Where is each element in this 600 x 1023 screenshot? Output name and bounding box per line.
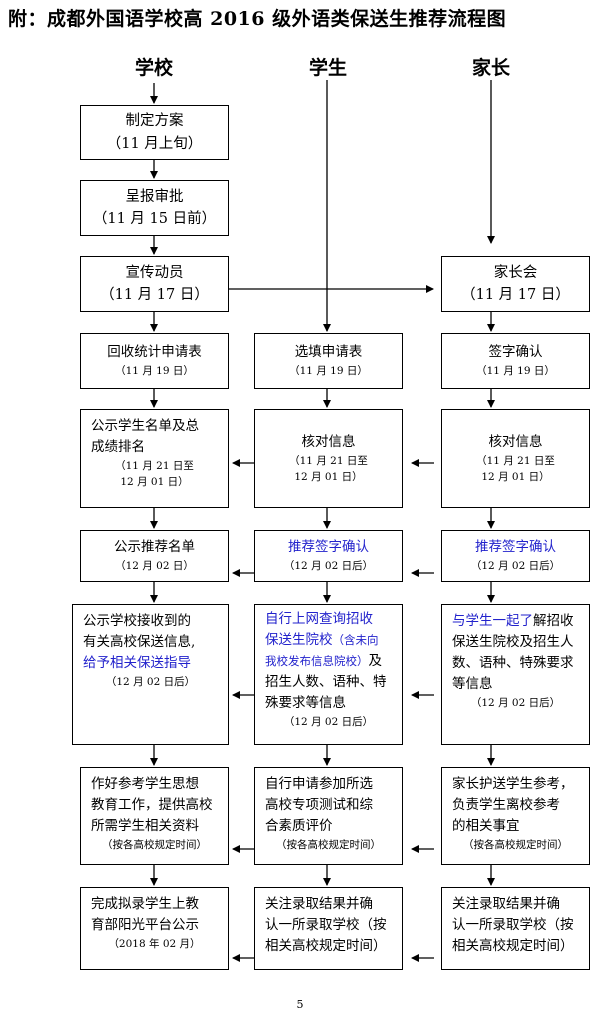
student-step-confirm-admission-line3: 相关高校规定时间） [265,937,387,954]
parent-step-sign-confirm-date: （12 月 02 日后） [470,560,561,573]
school-step-publish-ranking-line1: 公示学生名单及总 [91,418,199,434]
student-step-research-date: （12 月 02 日后） [283,715,374,728]
parent-step-escort-date: （按各高校规定时间） [463,838,568,851]
school-step-mobilize-date: （11 月 17 日） [100,287,209,303]
student-step-verify: 核对信息 （11 月 21 日至 12 月 01 日） [254,409,403,508]
parent-step-escort-line2: 负责学生离校参考 [452,796,560,813]
school-step-collect-forms: 回收统计申请表 （11 月 19 日） [80,333,229,389]
school-step-approval-label: 呈报审批 [125,188,184,205]
parent-step-escort-line1: 家长护送学生参考， [452,776,574,792]
student-step-research: 自行上网查询招收 保送生院校（含未向 我校发布信息院校）及 招生人数、语种、特 … [254,604,403,745]
parent-step-escort: 家长护送学生参考， 负责学生离校参考 的相关事宜 （按各高校规定时间） [441,767,590,865]
student-step-apply-test-date: （按各高校规定时间） [276,838,381,851]
parent-step-research: 与学生一起了解招收 保送生院校及招生人 数、语种、特殊要求 等信息 （12 月 … [441,604,590,745]
student-step-research-line2b: （含未向 [332,632,379,647]
school-step-publish-recommend: 公示推荐名单 （12 月 02 日） [80,530,229,582]
page-number: 5 [296,998,304,1011]
school-step-final-publish-line1: 完成拟录学生上教 [91,896,199,912]
student-step-apply-test-line3: 合素质评价 [265,817,333,834]
school-step-education-line1: 作好参考学生思想 [91,776,199,792]
student-step-confirm-admission: 关注录取结果并确 认一所录取学校（按 相关高校规定时间） [254,887,403,970]
page-title: 附：成都外国语学校高 2016 级外语类保送生推荐流程图 [8,8,507,30]
student-step-sign-confirm: 推荐签字确认 （12 月 02 日后） [254,530,403,582]
student-step-sign-confirm-date: （12 月 02 日后） [283,560,374,573]
parent-step-verify: 核对信息 （11 月 21 日至 12 月 01 日） [441,409,590,508]
student-step-research-line3: 我校发布信息院校） [265,653,369,668]
school-step-publish-ranking-date1: （11 月 21 日至 [115,459,194,472]
parent-step-sign-label: 签字确认 [488,344,543,361]
student-step-research-line5: 殊要求等信息 [265,694,346,711]
school-step-publish-recommend-label: 公示推荐名单 [114,539,195,556]
student-step-confirm-admission-line2: 认一所录取学校（按 [265,916,387,933]
school-step-guidance-date: （12 月 02 日后） [105,675,196,688]
parent-step-verify-date1: （11 月 21 日至 [476,454,555,467]
school-step-plan-label: 制定方案 [125,113,184,130]
parent-step-meeting-label: 家长会 [493,264,538,281]
school-step-guidance: 公示学校接收到的 有关高校保送信息, 给予相关保送指导 （12 月 02 日后） [72,604,229,745]
student-step-research-line2: 保送生院校 [265,631,333,648]
school-step-collect-forms-label: 回收统计申请表 [107,344,202,361]
school-step-education-line3: 所需学生相关资料 [91,817,199,834]
student-step-confirm-admission-line1: 关注录取结果并确 [265,896,373,912]
school-step-publish-ranking-line2: 成绩排名 [91,438,145,455]
student-step-research-line1: 自行上网查询招收 [265,611,373,627]
column-header-student: 学生 [308,57,347,79]
school-step-collect-forms-date: （11 月 19 日） [115,365,194,378]
parent-step-meeting: 家长会 （11 月 17 日） [441,256,590,312]
student-step-research-line3b: 及 [368,652,383,669]
parent-step-confirm-admission-line1: 关注录取结果并确 [452,896,560,912]
student-step-sign-confirm-label: 推荐签字确认 [288,539,369,556]
parent-step-sign-date: （11 月 19 日） [476,365,555,378]
school-step-guidance-line3: 给予相关保送指导 [83,654,191,671]
school-step-publish-recommend-date: （12 月 02 日） [115,560,194,573]
parent-step-confirm-admission: 关注录取结果并确 认一所录取学校（按 相关高校规定时间） [441,887,590,970]
student-step-verify-date2: 12 月 01 日） [294,470,363,483]
school-step-mobilize-label: 宣传动员 [125,264,184,281]
parent-step-sign-confirm: 推荐签字确认 （12 月 02 日后） [441,530,590,582]
column-header-parent: 家长 [471,57,510,79]
student-step-fill-form-label: 选填申请表 [294,344,363,361]
school-step-plan-date: （11 月上旬） [106,135,203,152]
parent-step-verify-date2: 12 月 01 日） [481,470,550,483]
student-step-apply-test-line2: 高校专项测试和综 [265,796,373,813]
student-step-fill-form-date: （11 月 19 日） [289,365,368,378]
parent-step-research-line1b: 解招收 [533,613,574,629]
parent-step-confirm-admission-line2: 认一所录取学校（按 [452,916,574,933]
student-step-verify-label: 核对信息 [301,433,356,450]
school-step-approval-date: （11 月 15 日前） [92,211,217,227]
school-step-education-date: （按各高校规定时间） [102,838,207,851]
parent-step-research-line3: 数、语种、特殊要求 [452,654,574,671]
parent-step-escort-line3: 的相关事宜 [452,817,520,834]
column-header-school: 学校 [134,57,173,79]
parent-step-sign-confirm-label: 推荐签字确认 [475,539,556,556]
school-step-guidance-line2: 有关高校保送信息, [83,633,196,650]
school-step-plan: 制定方案 （11 月上旬） [80,105,229,160]
school-step-guidance-line1: 公示学校接收到的 [83,613,191,629]
school-step-education-line2: 教育工作，提供高校 [91,796,213,813]
parent-step-research-line4: 等信息 [452,675,493,692]
school-step-final-publish-line2: 育部阳光平台公示 [91,916,199,933]
student-step-verify-date1: （11 月 21 日至 [289,454,368,467]
school-step-education: 作好参考学生思想 教育工作，提供高校 所需学生相关资料 （按各高校规定时间） [80,767,229,865]
parent-step-research-line2: 保送生院校及招生人 [452,633,574,650]
student-step-apply-test: 自行申请参加所选 高校专项测试和综 合素质评价 （按各高校规定时间） [254,767,403,865]
school-step-publish-ranking-date2: 12 月 01 日） [120,476,189,489]
student-step-apply-test-line1: 自行申请参加所选 [265,776,373,792]
parent-step-sign: 签字确认 （11 月 19 日） [441,333,590,389]
student-step-research-line4: 招生人数、语种、特 [265,673,387,690]
parent-step-confirm-admission-line3: 相关高校规定时间） [452,937,574,954]
school-step-final-publish-date: （2018 年 02 月） [108,937,201,950]
parent-step-research-date: （12 月 02 日后） [470,696,561,709]
school-step-approval: 呈报审批 （11 月 15 日前） [80,180,229,236]
school-step-mobilize: 宣传动员 （11 月 17 日） [80,256,229,312]
school-step-publish-ranking: 公示学生名单及总 成绩排名 （11 月 21 日至 12 月 01 日） [80,409,229,508]
student-step-fill-form: 选填申请表 （11 月 19 日） [254,333,403,389]
parent-step-research-line1a: 与学生一起了 [452,613,533,629]
parent-step-meeting-date: （11 月 17 日） [461,287,570,303]
parent-step-verify-label: 核对信息 [488,433,543,450]
school-step-final-publish: 完成拟录学生上教 育部阳光平台公示 （2018 年 02 月） [80,887,229,970]
